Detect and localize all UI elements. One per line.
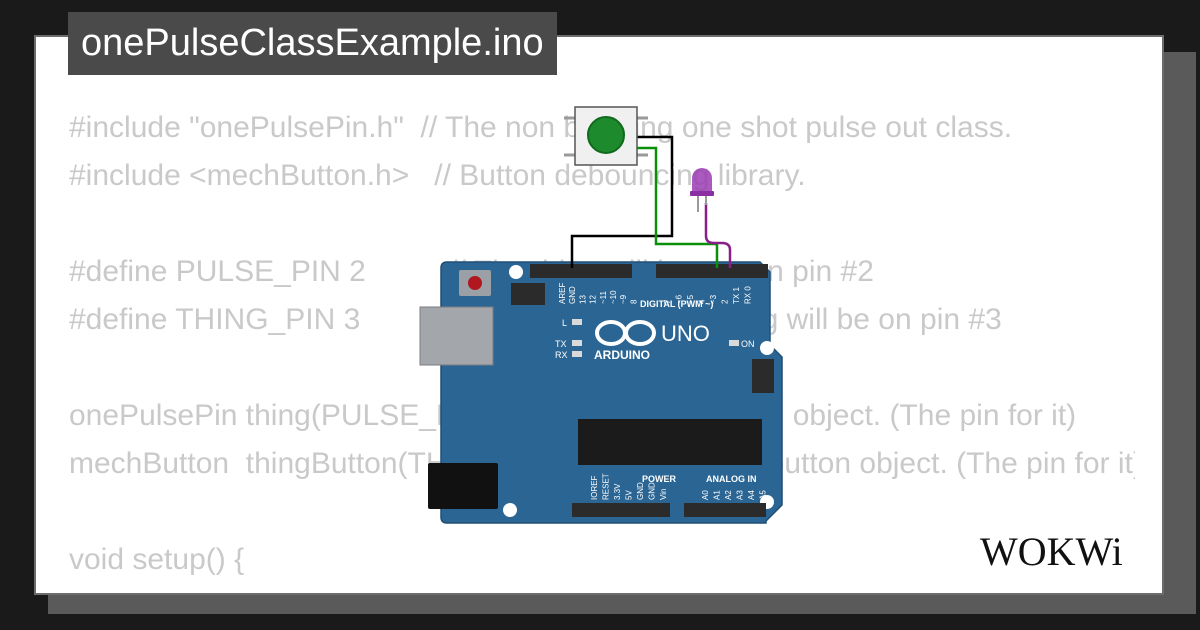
power-header	[572, 503, 670, 517]
mount-hole	[503, 503, 517, 517]
rx-label: RX	[555, 350, 568, 360]
digital-pin-label: ~10	[609, 290, 618, 304]
code-line-2: #include <mechButton.h> // Button deboun…	[69, 159, 806, 192]
analog-pin-label: A4	[747, 490, 756, 500]
power-pin-label: RESET	[602, 473, 611, 500]
wires	[570, 135, 732, 268]
push-button[interactable]	[564, 106, 648, 166]
atmega-chip	[578, 419, 762, 465]
digital-pin-label: 4	[698, 299, 707, 304]
power-pin-label: GND	[648, 482, 657, 500]
power-jack	[428, 463, 498, 509]
power-pin-label: IOREF	[590, 475, 599, 500]
digital-label: DIGITAL (PWM ~)	[640, 299, 713, 309]
digital-pin-label: ~9	[619, 294, 628, 304]
power-pin-label: 5V	[625, 490, 634, 500]
arduino-logo-icon	[595, 320, 656, 346]
wire-pin3	[636, 146, 719, 268]
wire-pin2	[704, 203, 732, 268]
led[interactable]	[690, 168, 714, 212]
digital-pin-label: ~6	[675, 294, 684, 304]
wokwi-logo-text: WOKWi	[980, 529, 1123, 574]
digital-header-left	[530, 264, 632, 278]
on-led	[729, 340, 739, 346]
tx-label: TX	[555, 339, 567, 349]
l-led	[572, 319, 582, 325]
code-line-10: void setup() {	[69, 543, 245, 576]
power-pin-label: 3.3V	[613, 483, 622, 500]
on-label: ON	[741, 339, 755, 349]
digital-pin-label: 2	[721, 299, 730, 304]
digital-pin-label: GND	[568, 286, 577, 304]
digital-pin-label: RX 0	[744, 286, 753, 304]
wire-gnd	[570, 135, 674, 268]
digital-pin-label: TX 1	[732, 287, 741, 304]
icsp-header	[511, 283, 774, 393]
mount-hole	[760, 341, 774, 355]
arduino-uno-board[interactable]: UNO ARDUINO DIGITAL (PWM ~) POWER ANALOG…	[419, 261, 783, 524]
board-model: UNO	[661, 321, 710, 346]
mount-hole	[509, 265, 523, 279]
analog-pin-label: A5	[759, 490, 768, 500]
digital-pin-label: ~3	[709, 294, 718, 304]
analog-pin-label: A1	[713, 490, 722, 500]
sketch-title: onePulseClassExample.ino	[68, 12, 557, 75]
analog-header	[684, 503, 766, 517]
analog-pin-label: A2	[724, 490, 733, 500]
digital-pin-label: ~5	[686, 294, 695, 304]
tx-led	[572, 340, 582, 346]
power-pin-label: Vin	[659, 489, 668, 500]
digital-pin-label: 13	[578, 295, 587, 304]
usb-port	[419, 306, 494, 366]
analog-pin-label: A3	[736, 490, 745, 500]
digital-pin-label: 8	[629, 299, 638, 304]
wokwi-logo: WOKWi	[972, 524, 1152, 576]
digital-pin-label: ~11	[599, 290, 608, 304]
l-label: L	[562, 318, 567, 328]
analog-label: ANALOG IN	[706, 474, 757, 484]
power-label: POWER	[642, 474, 677, 484]
power-pin-label: GND	[636, 482, 645, 500]
digital-pin-label: 7	[663, 299, 672, 304]
digital-pin-label: 12	[589, 295, 598, 304]
analog-pin-label: A0	[701, 490, 710, 500]
rx-led	[572, 351, 582, 357]
button-cap-icon	[587, 116, 625, 154]
digital-header-right	[656, 264, 768, 278]
board-name: ARDUINO	[594, 348, 650, 362]
digital-pin-label: AREF	[558, 283, 567, 304]
reset-button[interactable]	[459, 270, 491, 296]
